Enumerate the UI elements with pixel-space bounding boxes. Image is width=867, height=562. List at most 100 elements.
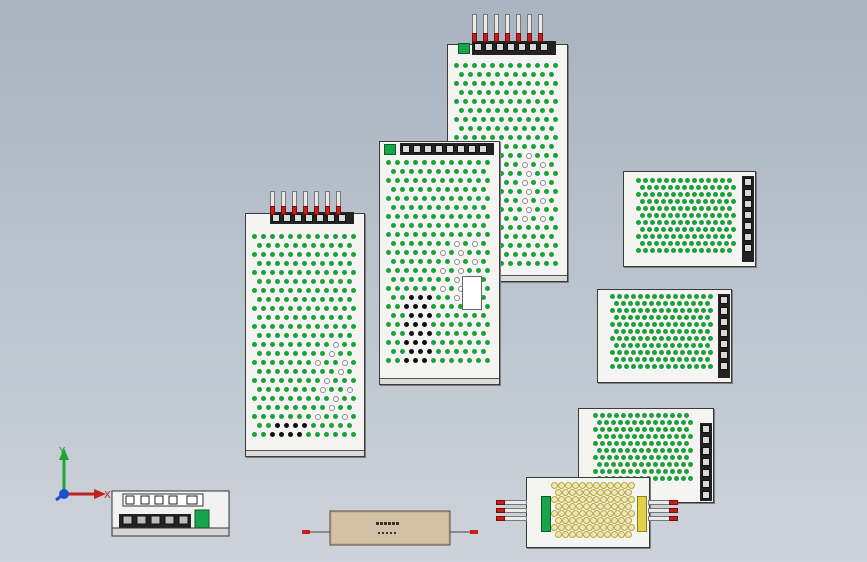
vent-hole	[480, 259, 486, 264]
vent-hole	[638, 462, 644, 467]
vent-hole	[512, 72, 518, 77]
vent-hole	[683, 301, 689, 306]
vent-hole	[681, 185, 687, 190]
vent-hole	[517, 189, 522, 194]
vent-hole	[444, 169, 450, 174]
vent-hole	[544, 117, 549, 122]
power-supply-model-medium[interactable]	[379, 141, 500, 385]
vent-hole	[297, 378, 302, 383]
terminal-screw	[744, 178, 752, 186]
vent-hole	[399, 169, 405, 174]
power-supply-model-open-frame[interactable]	[526, 477, 650, 548]
vent-hole	[337, 279, 343, 284]
vent-hole	[593, 427, 598, 432]
vent-hole	[610, 350, 615, 355]
potted-power-module[interactable]	[302, 507, 480, 547]
vent-hole	[697, 329, 703, 334]
vent-hole	[261, 414, 266, 419]
vent-hole	[453, 205, 459, 210]
vent-hole	[288, 324, 293, 329]
vent-hole	[481, 117, 486, 122]
vent-hole	[426, 169, 432, 174]
vent-hole	[688, 199, 694, 204]
terminal-block-input	[541, 496, 551, 532]
vent-hole	[607, 482, 614, 489]
coordinate-triad-icon: Y X	[55, 446, 111, 502]
vent-hole	[503, 234, 509, 239]
vent-hole	[508, 243, 513, 248]
vent-hole	[624, 294, 629, 299]
vent-hole	[631, 308, 636, 313]
vent-hole	[413, 340, 418, 345]
power-supply-model-small-2[interactable]	[597, 289, 732, 383]
power-supply-model-small-3[interactable]	[578, 408, 714, 503]
terminal-screw	[402, 145, 410, 153]
vent-hole	[449, 358, 454, 363]
din-rail-power-module[interactable]	[111, 490, 231, 538]
vent-hole	[709, 241, 715, 246]
vent-hole	[462, 205, 468, 210]
vent-hole	[417, 313, 423, 318]
vent-hole	[593, 524, 600, 531]
vent-hole	[702, 227, 708, 232]
power-supply-model-small-1[interactable]	[623, 171, 756, 267]
vent-hole	[708, 294, 713, 299]
vent-hole	[526, 117, 531, 122]
vent-hole	[666, 350, 671, 355]
vent-hole	[499, 117, 504, 122]
vent-hole	[634, 329, 640, 334]
vent-hole	[699, 248, 704, 253]
vent-hole	[727, 220, 732, 225]
vent-hole	[252, 432, 257, 437]
terminal-block	[270, 212, 354, 224]
vent-hole	[701, 364, 706, 369]
vent-hole	[621, 427, 626, 432]
vent-hole	[530, 252, 536, 257]
vent-hole	[324, 432, 329, 437]
vent-hole	[535, 243, 540, 248]
vent-hole	[646, 227, 652, 232]
vent-hole	[306, 288, 311, 293]
vent-hole	[631, 434, 637, 439]
vent-hole	[628, 469, 633, 474]
vent-hole	[655, 329, 661, 334]
power-supply-model-large[interactable]	[245, 212, 365, 457]
vent-hole	[641, 315, 647, 320]
vent-hole	[399, 259, 405, 264]
vent-hole	[709, 185, 715, 190]
vent-hole	[610, 503, 618, 510]
vent-hole	[593, 413, 598, 418]
vent-hole	[458, 214, 463, 219]
vent-hole	[699, 178, 704, 183]
vent-hole	[319, 369, 325, 374]
vent-hole	[551, 482, 558, 489]
vent-hole	[517, 135, 522, 140]
vent-hole	[435, 187, 441, 192]
vent-hole	[664, 192, 669, 197]
vent-hole	[395, 160, 400, 165]
vent-hole	[395, 232, 400, 237]
vent-hole	[708, 322, 713, 327]
vent-hole	[467, 72, 473, 77]
vent-hole	[650, 248, 655, 253]
vent-hole	[413, 286, 418, 291]
vent-hole	[404, 196, 409, 201]
vent-hole	[265, 279, 271, 284]
vent-hole	[716, 241, 722, 246]
terminal-screw	[744, 233, 752, 241]
vent-hole	[471, 205, 477, 210]
vent-hole	[635, 455, 640, 460]
vent-hole	[720, 220, 725, 225]
vent-hole	[646, 199, 652, 204]
vent-hole	[635, 469, 640, 474]
vent-hole	[462, 241, 468, 246]
vent-hole	[631, 322, 636, 327]
vent-hole	[702, 213, 708, 218]
vent-hole	[453, 259, 460, 265]
vent-hole	[413, 358, 418, 363]
vent-hole	[535, 225, 540, 230]
vent-hole	[684, 441, 689, 446]
terminal-screw	[702, 469, 710, 477]
vent-hole-grid	[252, 234, 360, 446]
